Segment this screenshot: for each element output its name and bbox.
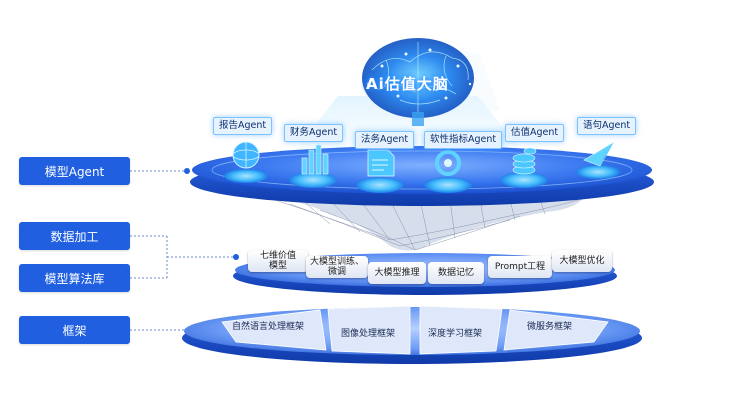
connector-dot-middle	[233, 254, 239, 260]
framework-microservice[interactable]: 微服务框架	[527, 322, 573, 332]
chip-training-finetune[interactable]: 大模型训练、 微调	[306, 256, 368, 278]
framework-nlp[interactable]: 自然语言处理框架	[232, 322, 305, 332]
ring-icon	[435, 150, 461, 176]
agent-pedestals	[224, 141, 620, 193]
agent-tag-finance[interactable]: 财务Agent	[284, 124, 344, 142]
wireframe-terrain	[265, 196, 585, 251]
chip-inference[interactable]: 大模型推理	[368, 262, 426, 284]
pedestal-1	[224, 169, 268, 183]
pedestal-2	[289, 172, 337, 188]
model-agent-button[interactable]: 模型Agent	[19, 157, 130, 185]
agent-tag-legal[interactable]: 法务Agent	[355, 131, 415, 149]
agent-platform-ring	[211, 150, 633, 190]
framework-deep-learning[interactable]: 深度学习框架	[428, 329, 483, 339]
brain-nodes	[366, 48, 472, 100]
framework-button[interactable]: 框架	[19, 316, 130, 344]
agent-tag-soft-indicator[interactable]: 软性指标Agent	[424, 131, 503, 149]
pedestal-6	[576, 165, 620, 179]
pedestal-3	[356, 177, 404, 193]
framework-segment-4	[503, 309, 609, 351]
agent-tag-valuation[interactable]: 估值Agent	[505, 124, 565, 142]
connector-dot-top	[184, 168, 190, 174]
connector-lines	[130, 170, 235, 331]
agent-tag-statement[interactable]: 语句Agent	[577, 117, 637, 135]
document-icon	[367, 149, 395, 177]
chip-prompt-engineering[interactable]: Prompt工程	[488, 256, 552, 278]
framework-segment-1	[221, 309, 327, 351]
bar-chart-icon	[301, 144, 329, 175]
chip-model-optimization[interactable]: 大模型优化	[552, 250, 612, 272]
brain-title: Ai估值大脑	[366, 75, 449, 93]
agent-tag-report[interactable]: 报告Agent	[213, 117, 273, 135]
framework-segment-2	[327, 305, 411, 355]
coin-stack-icon	[512, 147, 537, 175]
framework-segment-3	[419, 305, 503, 355]
chip-seven-dim-model[interactable]: 七维价值 模型	[248, 250, 308, 272]
model-algorithm-lib-button[interactable]: 模型算法库	[19, 264, 130, 292]
pedestal-5	[500, 172, 548, 188]
brain-stem	[412, 112, 424, 126]
framework-image[interactable]: 图像处理框架	[341, 329, 396, 339]
brain-icon	[362, 38, 474, 126]
paper-plane-icon	[583, 141, 615, 167]
data-processing-button[interactable]: 数据加工	[19, 222, 130, 250]
chip-data-memory[interactable]: 数据记忆	[428, 262, 484, 284]
framework-segments	[221, 305, 609, 355]
pedestal-4	[424, 177, 472, 193]
